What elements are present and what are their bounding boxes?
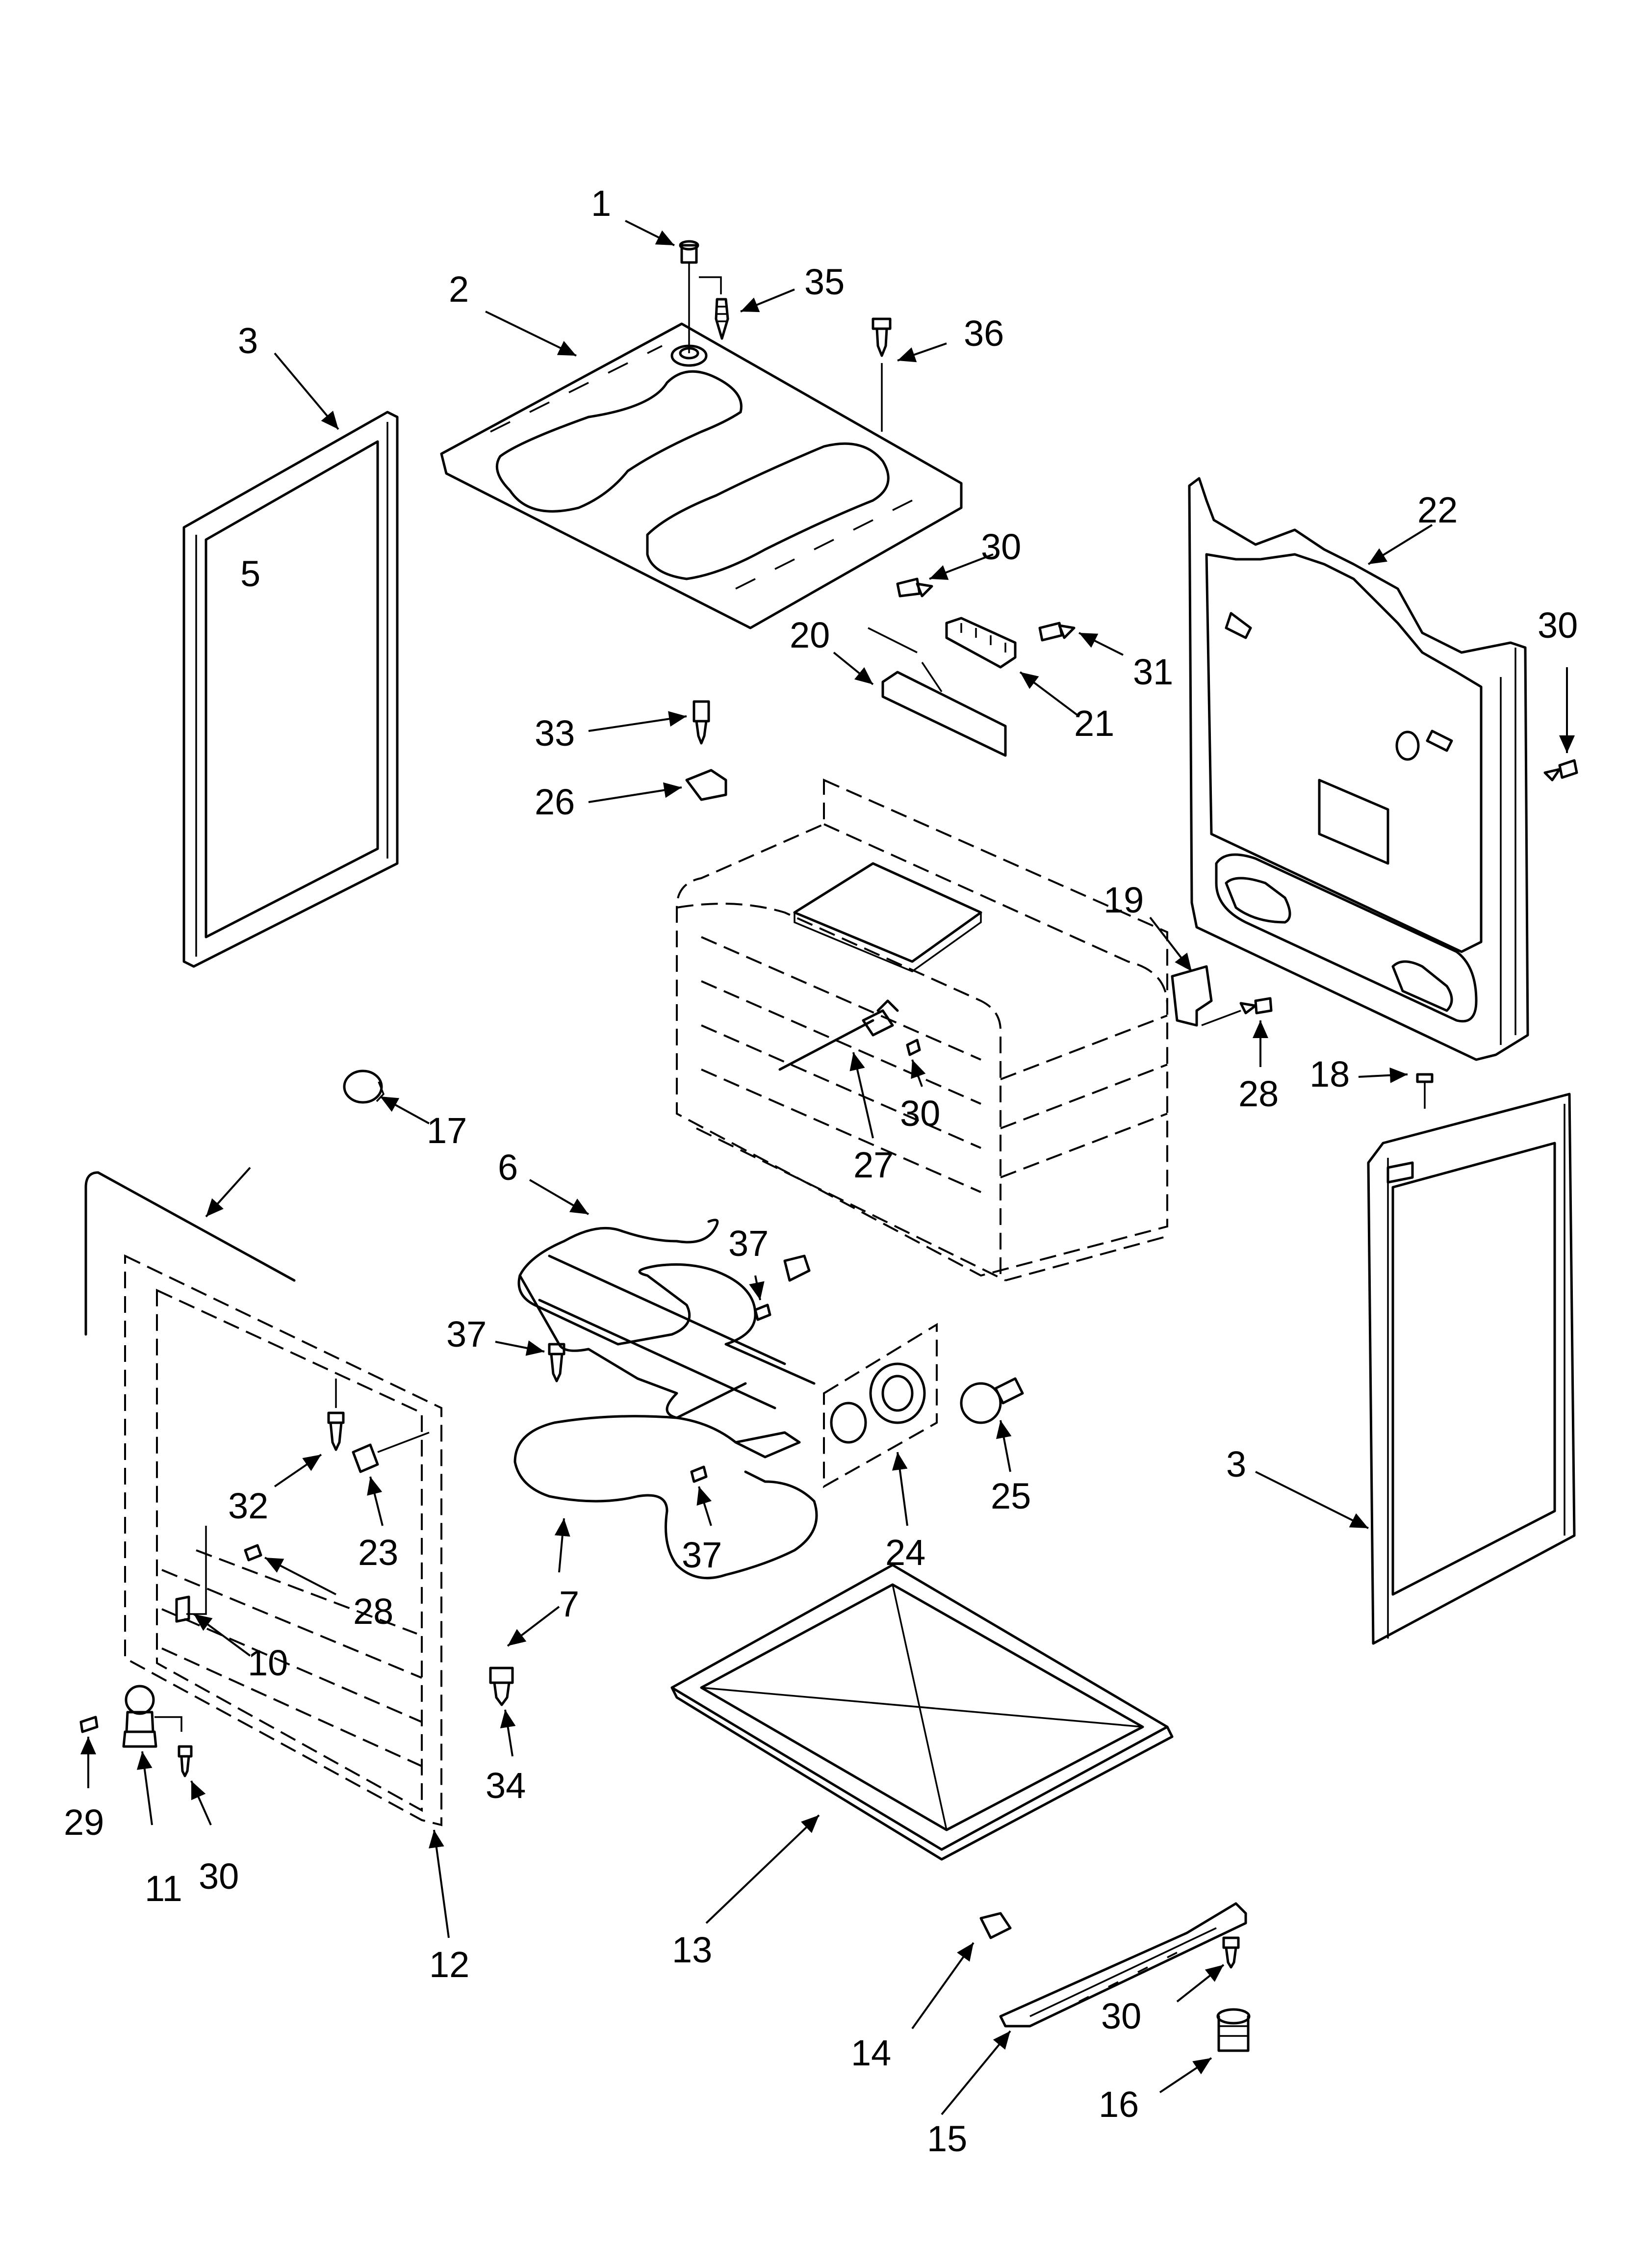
part-terminal-block-21: [945, 617, 1017, 669]
callout-labels: 1 2 3 3 5 6 7 10 11 12 13 14 15 16 17 18…: [64, 183, 1578, 2159]
part-light-assembly: [823, 1323, 938, 1488]
leader-lines: [80, 220, 1575, 2115]
part-door-gasket: [84, 1171, 296, 1336]
part-screw-29: [79, 1716, 99, 1733]
callout-3: 3: [1226, 1444, 1246, 1485]
callout-29: 29: [64, 1802, 104, 1843]
callout-34: 34: [486, 1765, 526, 1806]
part-bottom-pan: [670, 1564, 1174, 1861]
part-screw-34: [489, 1667, 514, 1706]
part-screw-36: [872, 317, 892, 432]
callout-30: 30: [1538, 605, 1578, 646]
part-clip-26: [685, 769, 727, 801]
callout-7: 7: [559, 1584, 579, 1624]
part-front-frame: [124, 1254, 442, 1826]
callout-32: 32: [228, 1486, 268, 1526]
part-oven-sensor: [778, 999, 899, 1071]
callout-5: 5: [240, 553, 260, 594]
part-rail-15: [999, 1902, 1247, 2028]
callout-2: 2: [449, 269, 469, 310]
part-screw-30-right: [1543, 759, 1578, 782]
part-screw-30-bottom-right: [1222, 1936, 1240, 1969]
part-bake-element: [513, 1415, 818, 1580]
callout-30: 30: [1101, 1996, 1141, 2036]
callout-15: 15: [927, 2118, 967, 2159]
part-screw-37-left: [548, 1343, 565, 1382]
callout-3: 3: [238, 320, 258, 361]
callout-14: 14: [851, 2033, 891, 2073]
part-bracket-19: [1171, 965, 1213, 1027]
part-screw-18: [1416, 1073, 1434, 1109]
callout-18: 18: [1309, 1054, 1350, 1095]
callout-33: 33: [535, 713, 575, 754]
part-pin: [679, 240, 722, 353]
part-plug-17: [343, 1069, 385, 1104]
callout-20: 20: [790, 615, 830, 655]
part-light-bulb: [960, 1377, 1024, 1424]
callout-36: 36: [964, 313, 1004, 354]
callout-37: 37: [446, 1314, 487, 1355]
callout-6: 6: [498, 1147, 518, 1188]
callout-28: 28: [1238, 1073, 1279, 1114]
part-screw-37-bake: [690, 1465, 708, 1483]
callout-1: 1: [591, 183, 611, 224]
part-side-panel-right: [1367, 1093, 1576, 1645]
part-screw-30-sensor: [906, 1039, 921, 1056]
part-side-panel-left: [182, 411, 399, 968]
part-oven-cavity: [676, 778, 1168, 1281]
part-screw-33: [693, 700, 710, 745]
callout-12: 12: [429, 1944, 469, 1985]
part-screw-30-bottom-left: [178, 1745, 193, 1777]
callout-30: 30: [981, 526, 1021, 567]
callout-11: 11: [145, 1868, 182, 1909]
callout-10: 10: [248, 1642, 288, 1683]
callout-37: 37: [682, 1535, 722, 1575]
callout-16: 16: [1099, 2084, 1139, 2125]
callout-31: 31: [1133, 652, 1173, 692]
callout-23: 23: [358, 1532, 398, 1573]
part-screw-28-right: [1201, 997, 1273, 1026]
callout-25: 25: [991, 1476, 1031, 1516]
callout-35: 35: [804, 261, 845, 302]
part-screw-37-broil: [754, 1303, 771, 1321]
part-latch-10: [175, 1595, 190, 1623]
part-broil-element: [517, 1219, 816, 1419]
callout-27: 27: [853, 1145, 894, 1185]
part-bracket-20: [868, 627, 1007, 757]
part-spacer-23: [352, 1432, 430, 1473]
callout-17: 17: [427, 1110, 467, 1151]
part-leveler-16: [1216, 2008, 1251, 2052]
callout-19: 19: [1103, 880, 1144, 920]
callout-37: 37: [728, 1223, 769, 1264]
part-screw-32: [327, 1379, 345, 1451]
callout-30: 30: [199, 1856, 239, 1897]
callout-30: 30: [900, 1093, 940, 1134]
part-screw-31: [1038, 622, 1076, 642]
callout-28: 28: [353, 1591, 393, 1632]
part-cooktop-support: [440, 322, 963, 629]
callout-24: 24: [885, 1532, 925, 1573]
callout-22: 22: [1417, 490, 1458, 530]
part-leveler-11: [122, 1685, 182, 1748]
callout-21: 21: [1074, 703, 1114, 744]
part-clip-14: [979, 1912, 1012, 1939]
callout-13: 13: [672, 1929, 712, 1970]
part-screw-35: [715, 298, 729, 340]
part-screw-30-top: [896, 577, 933, 598]
part-back-panel: [1188, 477, 1529, 1061]
callout-26: 26: [535, 782, 575, 822]
